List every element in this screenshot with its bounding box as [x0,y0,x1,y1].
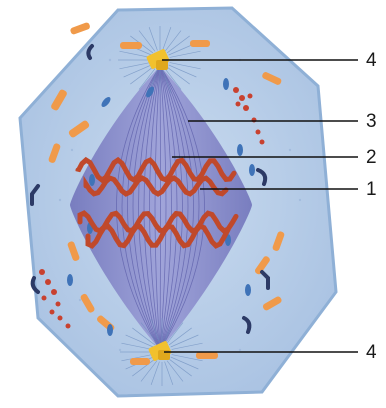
label-equatorial-plate: 2 [366,148,377,167]
label-top-centrosome: 4 [366,51,377,70]
label-bottom-centrosome: 4 [366,343,377,362]
label-spindle: 3 [366,112,377,131]
label-chromosome: 1 [366,180,377,199]
